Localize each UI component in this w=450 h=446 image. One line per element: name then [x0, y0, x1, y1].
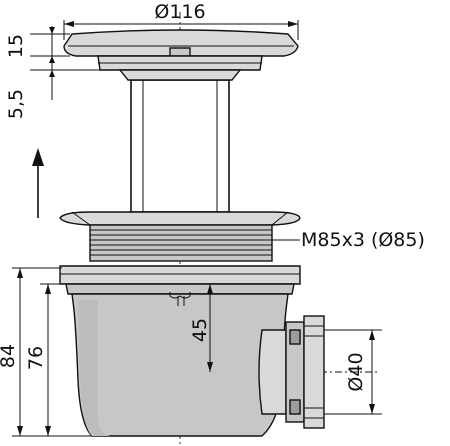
- body-height-label: 76: [25, 346, 47, 370]
- thread-label: M85x3 (Ø85): [301, 229, 425, 251]
- body-height-dimension: [40, 283, 70, 436]
- body-rim: [59, 265, 301, 295]
- cap-diameter-label: Ø116: [154, 1, 205, 23]
- cap-height-label: 15: [5, 34, 27, 58]
- gap-height-dimension: [30, 62, 100, 100]
- drain-cap: [63, 29, 299, 71]
- outlet-diameter-dimension: [324, 329, 382, 415]
- cap-height-dimension: [30, 26, 70, 64]
- outlet-diameter-label: Ø40: [345, 352, 367, 391]
- total-height-label: 84: [0, 344, 19, 368]
- standpipe: [118, 69, 242, 213]
- gap-height-label: 5,5: [5, 89, 27, 119]
- drain-body: [71, 292, 289, 437]
- total-height-dimension: [12, 267, 92, 437]
- flow-arrow: [32, 148, 44, 218]
- outlet-drop-label: 45: [189, 318, 211, 342]
- outlet-drop-dimension: [207, 284, 213, 372]
- cap-diameter-dimension: [63, 20, 299, 40]
- threaded-flange: [59, 211, 301, 262]
- side-outlet: [258, 315, 325, 429]
